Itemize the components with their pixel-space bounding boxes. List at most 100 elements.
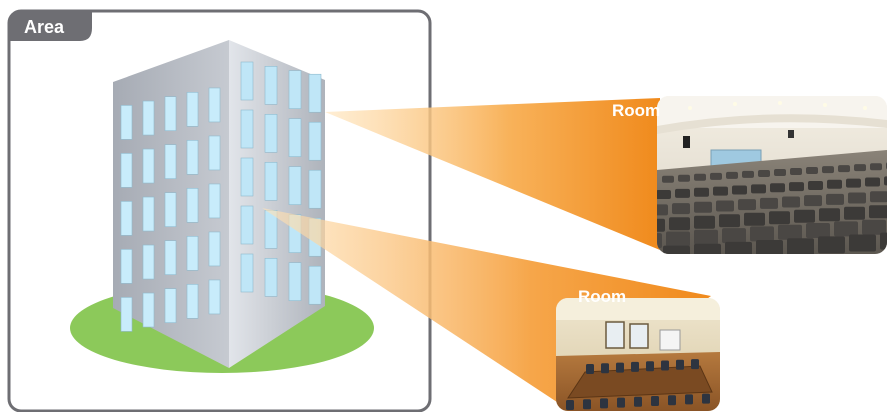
building-window <box>240 253 254 293</box>
auditorium-seats <box>657 162 887 254</box>
meeting-chair <box>651 396 659 406</box>
room-label-meeting-room: Room <box>578 287 626 306</box>
building-window <box>264 162 278 201</box>
building-window <box>186 92 199 127</box>
auditorium-seat <box>750 226 774 242</box>
auditorium-seat <box>657 247 659 254</box>
auditorium-seat <box>854 164 866 172</box>
auditorium-seat <box>846 178 861 188</box>
building-window <box>120 201 133 236</box>
meeting-chair <box>616 362 624 373</box>
building-window <box>120 297 133 332</box>
building-window <box>208 279 221 315</box>
auditorium-seat <box>716 200 734 212</box>
building-window <box>120 153 133 188</box>
auditorium-seat <box>826 193 844 205</box>
building-window <box>164 192 177 227</box>
meeting-chair <box>634 396 642 407</box>
auditorium-seat <box>870 163 882 171</box>
building-window <box>142 148 155 184</box>
building-window <box>208 135 221 171</box>
auditorium-seat <box>794 209 815 223</box>
auditorium-seat <box>725 241 752 254</box>
meeting-chair <box>583 399 591 410</box>
area-tag: Area <box>9 11 92 41</box>
auditorium-seat <box>663 245 690 254</box>
auditorium-seat <box>744 212 765 226</box>
auditorium-seat <box>818 236 845 254</box>
auditorium-seat <box>827 179 842 189</box>
auditorium-seat <box>732 185 747 195</box>
auditorium-seat <box>657 190 671 200</box>
building-window <box>288 118 302 157</box>
auditorium-seat <box>865 177 880 187</box>
auditorium-photo <box>657 96 887 254</box>
auditorium-seat <box>694 243 721 254</box>
building-window <box>240 157 254 197</box>
building-window <box>264 66 278 105</box>
auditorium-seat <box>806 223 830 239</box>
building-window <box>208 87 221 123</box>
auditorium-seat <box>713 186 728 196</box>
building-illustration <box>113 40 325 368</box>
auditorium-seat <box>657 204 668 216</box>
auditorium-seat <box>848 192 866 204</box>
auditorium-seat <box>769 211 790 225</box>
building-window <box>208 231 221 267</box>
auditorium-seat <box>770 183 785 193</box>
building-window <box>288 262 302 301</box>
building-window <box>164 96 177 131</box>
building-window <box>186 140 199 175</box>
building-window <box>186 236 199 271</box>
auditorium-seat <box>678 174 690 182</box>
building-window <box>164 288 177 323</box>
building-window <box>308 169 322 209</box>
auditorium-seat <box>808 180 823 190</box>
auditorium-seat <box>742 170 754 178</box>
auditorium-seat <box>838 165 850 173</box>
building-window <box>120 105 133 140</box>
room-label-auditorium: Room <box>612 101 660 120</box>
auditorium-seat <box>849 234 876 252</box>
auditorium-seat <box>819 208 840 222</box>
auditorium-seat <box>694 201 712 213</box>
building-window <box>308 73 322 113</box>
auditorium-seat <box>862 219 886 235</box>
building-window <box>142 100 155 136</box>
auditorium-seat <box>666 231 690 247</box>
building-window <box>240 205 254 245</box>
auditorium-seat <box>806 167 818 175</box>
auditorium-seat <box>789 182 804 192</box>
auditorium-seat <box>844 206 865 220</box>
area-label: Area <box>24 17 65 37</box>
auditorium-seat <box>869 205 887 219</box>
auditorium-seat <box>672 203 690 215</box>
meeting-chair <box>617 397 625 408</box>
meeting-chair <box>661 360 669 371</box>
building-windows-left <box>120 87 221 332</box>
auditorium-seat <box>675 188 690 198</box>
auditorium-seat <box>694 187 709 197</box>
building-window <box>308 265 322 305</box>
building-window <box>264 114 278 153</box>
building-window <box>142 196 155 232</box>
building-window <box>288 166 302 205</box>
building-window <box>240 61 254 101</box>
auditorium-seat <box>870 191 887 203</box>
meeting-chair <box>668 395 676 406</box>
auditorium-seat <box>710 172 722 180</box>
auditorium-seat <box>880 232 887 250</box>
auditorium-seat <box>822 166 834 174</box>
building-window <box>308 121 322 161</box>
auditorium-seat <box>782 196 800 208</box>
auditorium-seat <box>694 173 706 181</box>
auditorium-seat <box>669 217 690 231</box>
auditorium-seat <box>751 184 766 194</box>
meeting-chair <box>685 394 693 405</box>
building-window <box>264 258 278 297</box>
auditorium-seat <box>758 169 770 177</box>
building-window <box>164 144 177 179</box>
auditorium-seat <box>774 168 786 176</box>
auditorium-seat <box>790 168 802 176</box>
